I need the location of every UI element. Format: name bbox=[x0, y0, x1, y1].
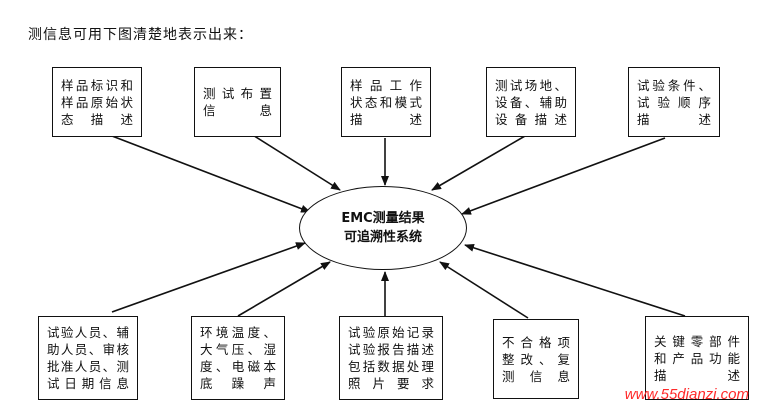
intro-text: 测信息可用下图清楚地表示出来： bbox=[28, 27, 253, 43]
box-label: 样品标识和 样品原始状 态 描 述 bbox=[61, 77, 133, 127]
arrow-bottom-2 bbox=[237, 261, 331, 317]
box-sample-identification: 样品标识和 样品原始状 态 描 述 bbox=[52, 67, 142, 137]
box-sample-operation: 样 品 工 作 状态和模式 描 述 bbox=[341, 67, 431, 137]
arrow-top-4 bbox=[431, 135, 526, 191]
box-label: 试验原始记录 试验报告描述 包括数据处理 照 片 要 求 bbox=[348, 325, 434, 391]
box-nonconformance: 不合格项 整改、复 测 信 息 bbox=[493, 319, 579, 399]
box-test-personnel: 试验人员、辅 助人员、审核 批准人员、测 试日期信息 bbox=[38, 316, 138, 400]
box-label: 关键零部件 和产品功能 描 述 bbox=[654, 333, 740, 383]
box-environment: 环境温度、 大气压、湿 度、电磁本 底 躁 声 bbox=[191, 316, 285, 400]
center-line-2: 可追溯性系统 bbox=[343, 230, 422, 245]
box-key-components: 关键零部件 和产品功能 描 述 bbox=[645, 316, 749, 400]
arrow-bottom-4 bbox=[439, 261, 529, 319]
watermark-text: www.55dianzi.com bbox=[624, 386, 749, 403]
arrow-top-5 bbox=[461, 137, 666, 215]
center-line-1: EMC测量结果 bbox=[341, 211, 425, 226]
box-label: 测试场地、 设备、辅助 设 备 描 述 bbox=[495, 77, 567, 127]
box-test-conditions: 试验条件、 试 验 顺 序 描 述 bbox=[628, 67, 720, 137]
box-label: 样 品 工 作 状态和模式 描 述 bbox=[350, 77, 422, 127]
arrow-top-1 bbox=[111, 135, 311, 213]
box-test-site: 测试场地、 设备、辅助 设 备 描 述 bbox=[486, 67, 576, 137]
box-test-setup: 测试布置 信 息 bbox=[194, 67, 281, 137]
central-ellipse: EMC测量结果 可追溯性系统 bbox=[299, 186, 467, 270]
box-original-records: 试验原始记录 试验报告描述 包括数据处理 照 片 要 求 bbox=[339, 316, 443, 400]
box-label: 测试布置 信 息 bbox=[203, 86, 272, 118]
box-label: 试验人员、辅 助人员、审核 批准人员、测 试日期信息 bbox=[47, 325, 129, 391]
box-label: 环境温度、 大气压、湿 度、电磁本 底 躁 声 bbox=[200, 325, 276, 391]
box-label: 不合格项 整改、复 测 信 息 bbox=[502, 334, 570, 384]
box-label: 试验条件、 试 验 顺 序 描 述 bbox=[637, 77, 711, 127]
arrow-bottom-5 bbox=[464, 243, 686, 317]
arrow-bottom-1 bbox=[111, 242, 306, 313]
